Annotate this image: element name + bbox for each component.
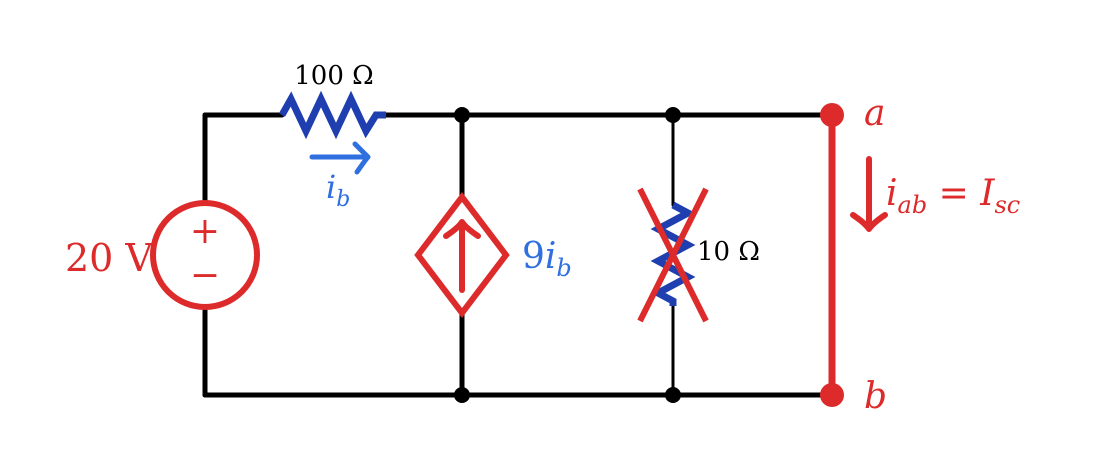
node-bottom-r2 [665,387,681,403]
node-top-r2 [665,107,681,123]
resistor-10-ohm-label: 10 Ω [697,237,760,267]
terminal-a-label: a [864,93,885,134]
resistor-100-ohm-label: 100 Ω [294,61,373,91]
ib-current-arrow [309,141,371,175]
terminal-a-node [820,103,844,127]
minus-sign: − [190,255,220,296]
dependent-source-label: 9ib [522,236,572,282]
resistor-10-ohm [650,201,696,306]
node-top-dep [454,107,470,123]
resistor-100-ohm [278,90,386,140]
terminal-b-label: b [864,376,887,417]
dependent-current-source [414,192,510,318]
plus-sign: + [190,211,220,252]
node-bottom-dep [454,387,470,403]
cross-out-icon [637,187,709,323]
iab-current-arrow [850,156,888,232]
iab-equals-isc-label: iab = Isc [886,173,1020,219]
voltage-source-20v: + − [150,200,260,310]
ib-label: ib [326,168,350,212]
voltage-source-label: 20 V [65,236,153,280]
up-arrow-icon [443,219,481,293]
terminal-b-node [820,383,844,407]
